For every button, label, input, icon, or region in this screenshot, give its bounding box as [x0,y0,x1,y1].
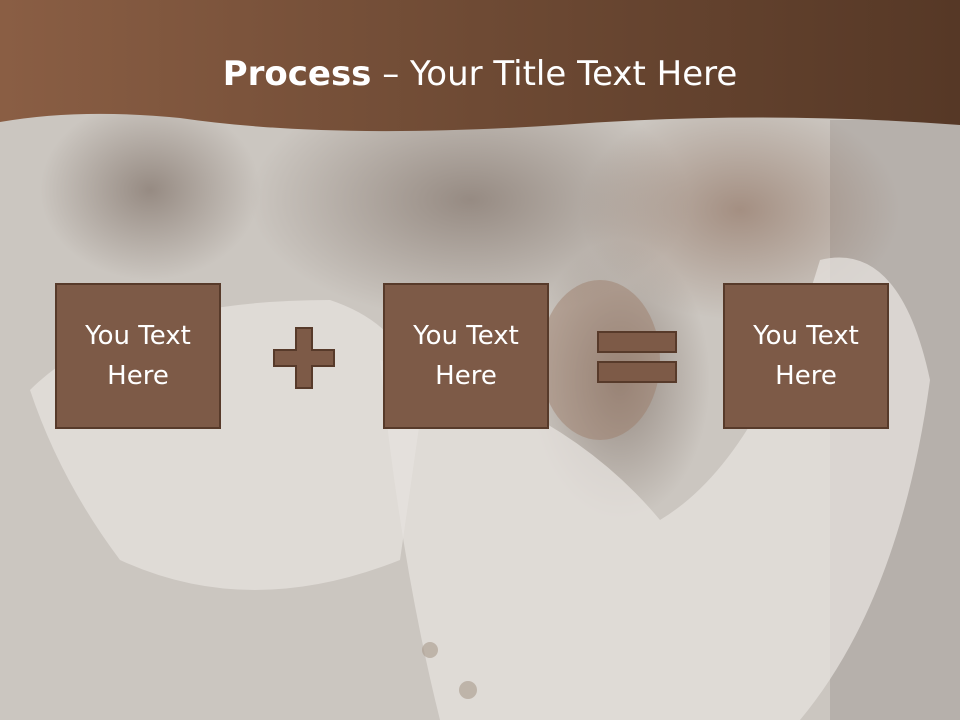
title-bold: Process [222,54,372,94]
process-box-3-text: You Text Here [753,321,859,391]
process-box-1-text: You Text Here [85,321,191,391]
process-box-1[interactable]: You Text Here [55,283,221,429]
title-rest: – Your Title Text Here [371,54,738,94]
slide-title: Process – Your Title Text Here [0,50,960,98]
process-box-2-text: You Text Here [413,321,519,391]
equals-icon [597,331,677,383]
plus-icon [273,327,335,389]
process-box-3[interactable]: You Text Here [723,283,889,429]
process-box-2[interactable]: You Text Here [383,283,549,429]
